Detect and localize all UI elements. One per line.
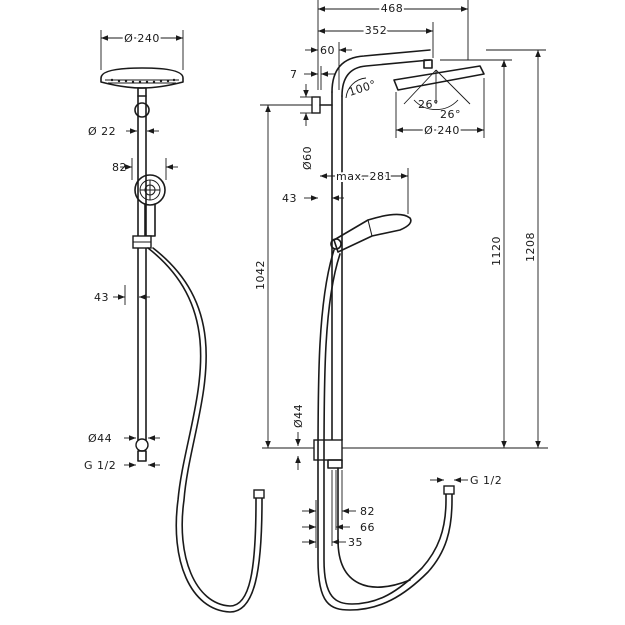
dim-bottom-35: 35: [348, 536, 363, 549]
shower-hose: [147, 247, 265, 613]
front-view: Ø 240 Ø 22 82 43 Ø44 G 1/2: [84, 30, 265, 613]
side-base-unit: [313, 439, 343, 469]
side-shower-hose: [317, 249, 455, 611]
dim-total-height: 1208: [524, 232, 537, 262]
dim-connection-left: G 1/2: [84, 459, 116, 472]
outlet-elbow: [135, 438, 149, 462]
dim-outlet-diameter-right: Ø44: [292, 404, 305, 428]
dim-group-right: 468 352 60 7 100° 26° 26°: [252, 0, 546, 549]
dim-rail-offset-left: 43: [94, 291, 109, 304]
hand-shower: [134, 174, 166, 237]
side-hand-shower: [330, 213, 412, 253]
dim-bracket-diameter: Ø60: [301, 146, 314, 170]
dim-handshower-width-left: 82: [112, 161, 127, 174]
dim-rail-diameter-left: Ø 22: [88, 125, 116, 138]
riser-pipe: [134, 95, 150, 441]
dim-tilt-angle-right: 26°: [440, 108, 461, 121]
dim-max-reach: max. 281: [336, 170, 392, 183]
dim-head-diameter-left: Ø 240: [124, 32, 160, 45]
dim-connection-right: G 1/2: [470, 474, 502, 487]
dim-arm-angle: 100°: [347, 78, 378, 99]
dim-head-diameter-right: Ø 240: [424, 124, 460, 137]
dim-small-offset: 7: [290, 68, 298, 81]
overhead-shower-head: [100, 67, 184, 97]
dim-rail-height: 1042: [254, 260, 267, 290]
wall-bracket: [311, 96, 333, 114]
dim-wall-offset: 60: [320, 44, 335, 57]
dim-bottom-82: 82: [360, 505, 375, 518]
dim-arm-height: 1120: [490, 236, 503, 266]
side-overhead-shower: [393, 59, 485, 91]
side-riser-pipe: [331, 49, 431, 441]
dim-bottom-66: 66: [360, 521, 375, 534]
dim-group-left: Ø 240 Ø 22 82 43 Ø44 G 1/2: [84, 30, 184, 472]
side-view: 468 352 60 7 100° 26° 26°: [252, 0, 548, 611]
dim-total-width: 468: [381, 2, 404, 15]
dim-head-arm-length: 352: [365, 24, 388, 37]
dim-rail-offset-right: 43: [282, 192, 297, 205]
dim-tilt-angle-left: 26°: [418, 98, 439, 111]
hand-shower-holder: [132, 235, 152, 249]
dim-outlet-diameter-left: Ø44: [88, 432, 112, 445]
